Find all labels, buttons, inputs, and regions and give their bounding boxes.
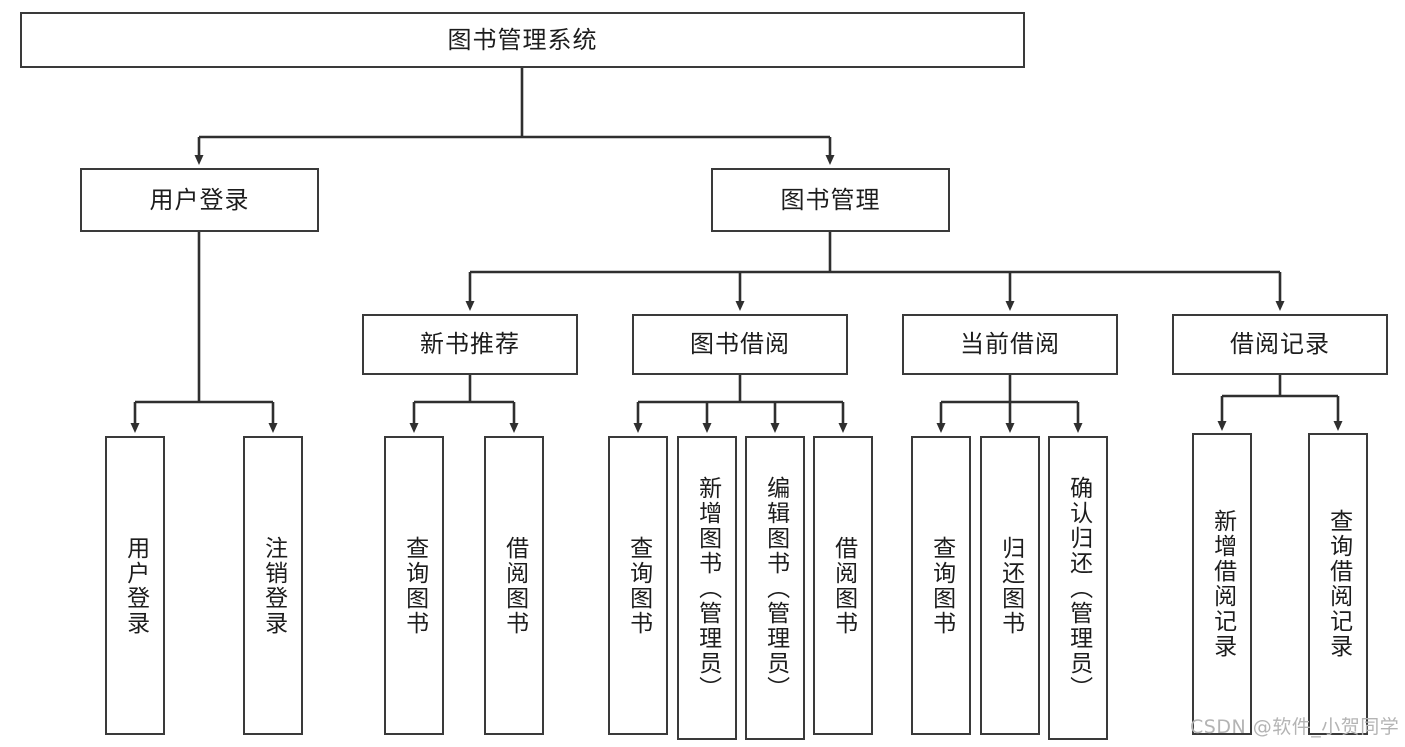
node-label: 当前借阅 [960, 330, 1060, 359]
node-leaf-query-book-1[interactable]: 查询图书 [384, 436, 444, 735]
node-leaf-return-book[interactable]: 归还图书 [980, 436, 1040, 735]
node-label: 新书推荐 [420, 330, 520, 359]
node-label: 查询借阅记录 [1325, 509, 1352, 659]
node-leaf-borrow-book-1[interactable]: 借阅图书 [484, 436, 544, 735]
node-book-borrow[interactable]: 图书借阅 [632, 314, 848, 375]
node-label: 查询图书 [928, 535, 955, 636]
node-leaf-query-book-2[interactable]: 查询图书 [608, 436, 668, 735]
node-label: 借阅图书 [830, 535, 857, 636]
node-user-login[interactable]: 用户登录 [80, 168, 319, 232]
node-label: 新增借阅记录 [1209, 509, 1236, 659]
node-label: 借阅图书 [501, 535, 528, 636]
node-leaf-edit-book[interactable]: 编辑图书（管理员） [745, 436, 805, 740]
node-label: 编辑图书（管理员） [762, 475, 789, 701]
node-leaf-borrow-book-2[interactable]: 借阅图书 [813, 436, 873, 735]
node-label: 图书管理 [780, 185, 881, 214]
node-leaf-logout[interactable]: 注销登录 [243, 436, 303, 735]
node-label: 查询图书 [625, 535, 652, 636]
node-label: 用户登录 [122, 535, 149, 636]
node-label: 归还图书 [997, 535, 1024, 636]
node-label: 图书借阅 [690, 330, 790, 359]
node-borrow-record[interactable]: 借阅记录 [1172, 314, 1388, 375]
node-label: 图书管理系统 [447, 25, 598, 54]
node-leaf-query-book-3[interactable]: 查询图书 [911, 436, 971, 735]
node-leaf-query-record[interactable]: 查询借阅记录 [1308, 433, 1368, 735]
node-label: 用户登录 [149, 185, 250, 214]
node-current-borrow[interactable]: 当前借阅 [902, 314, 1118, 375]
node-label: 借阅记录 [1230, 330, 1330, 359]
node-leaf-user-login[interactable]: 用户登录 [105, 436, 165, 735]
node-leaf-add-record[interactable]: 新增借阅记录 [1192, 433, 1252, 735]
node-label: 注销登录 [260, 535, 287, 636]
node-new-book-recommend[interactable]: 新书推荐 [362, 314, 578, 375]
node-label: 查询图书 [401, 535, 428, 636]
node-leaf-confirm-return[interactable]: 确认归还（管理员） [1048, 436, 1108, 740]
node-root-book-management-system[interactable]: 图书管理系统 [20, 12, 1025, 68]
node-book-manage[interactable]: 图书管理 [711, 168, 950, 232]
node-label: 新增图书（管理员） [694, 475, 721, 701]
node-leaf-add-book[interactable]: 新增图书（管理员） [677, 436, 737, 740]
node-label: 确认归还（管理员） [1065, 475, 1092, 701]
